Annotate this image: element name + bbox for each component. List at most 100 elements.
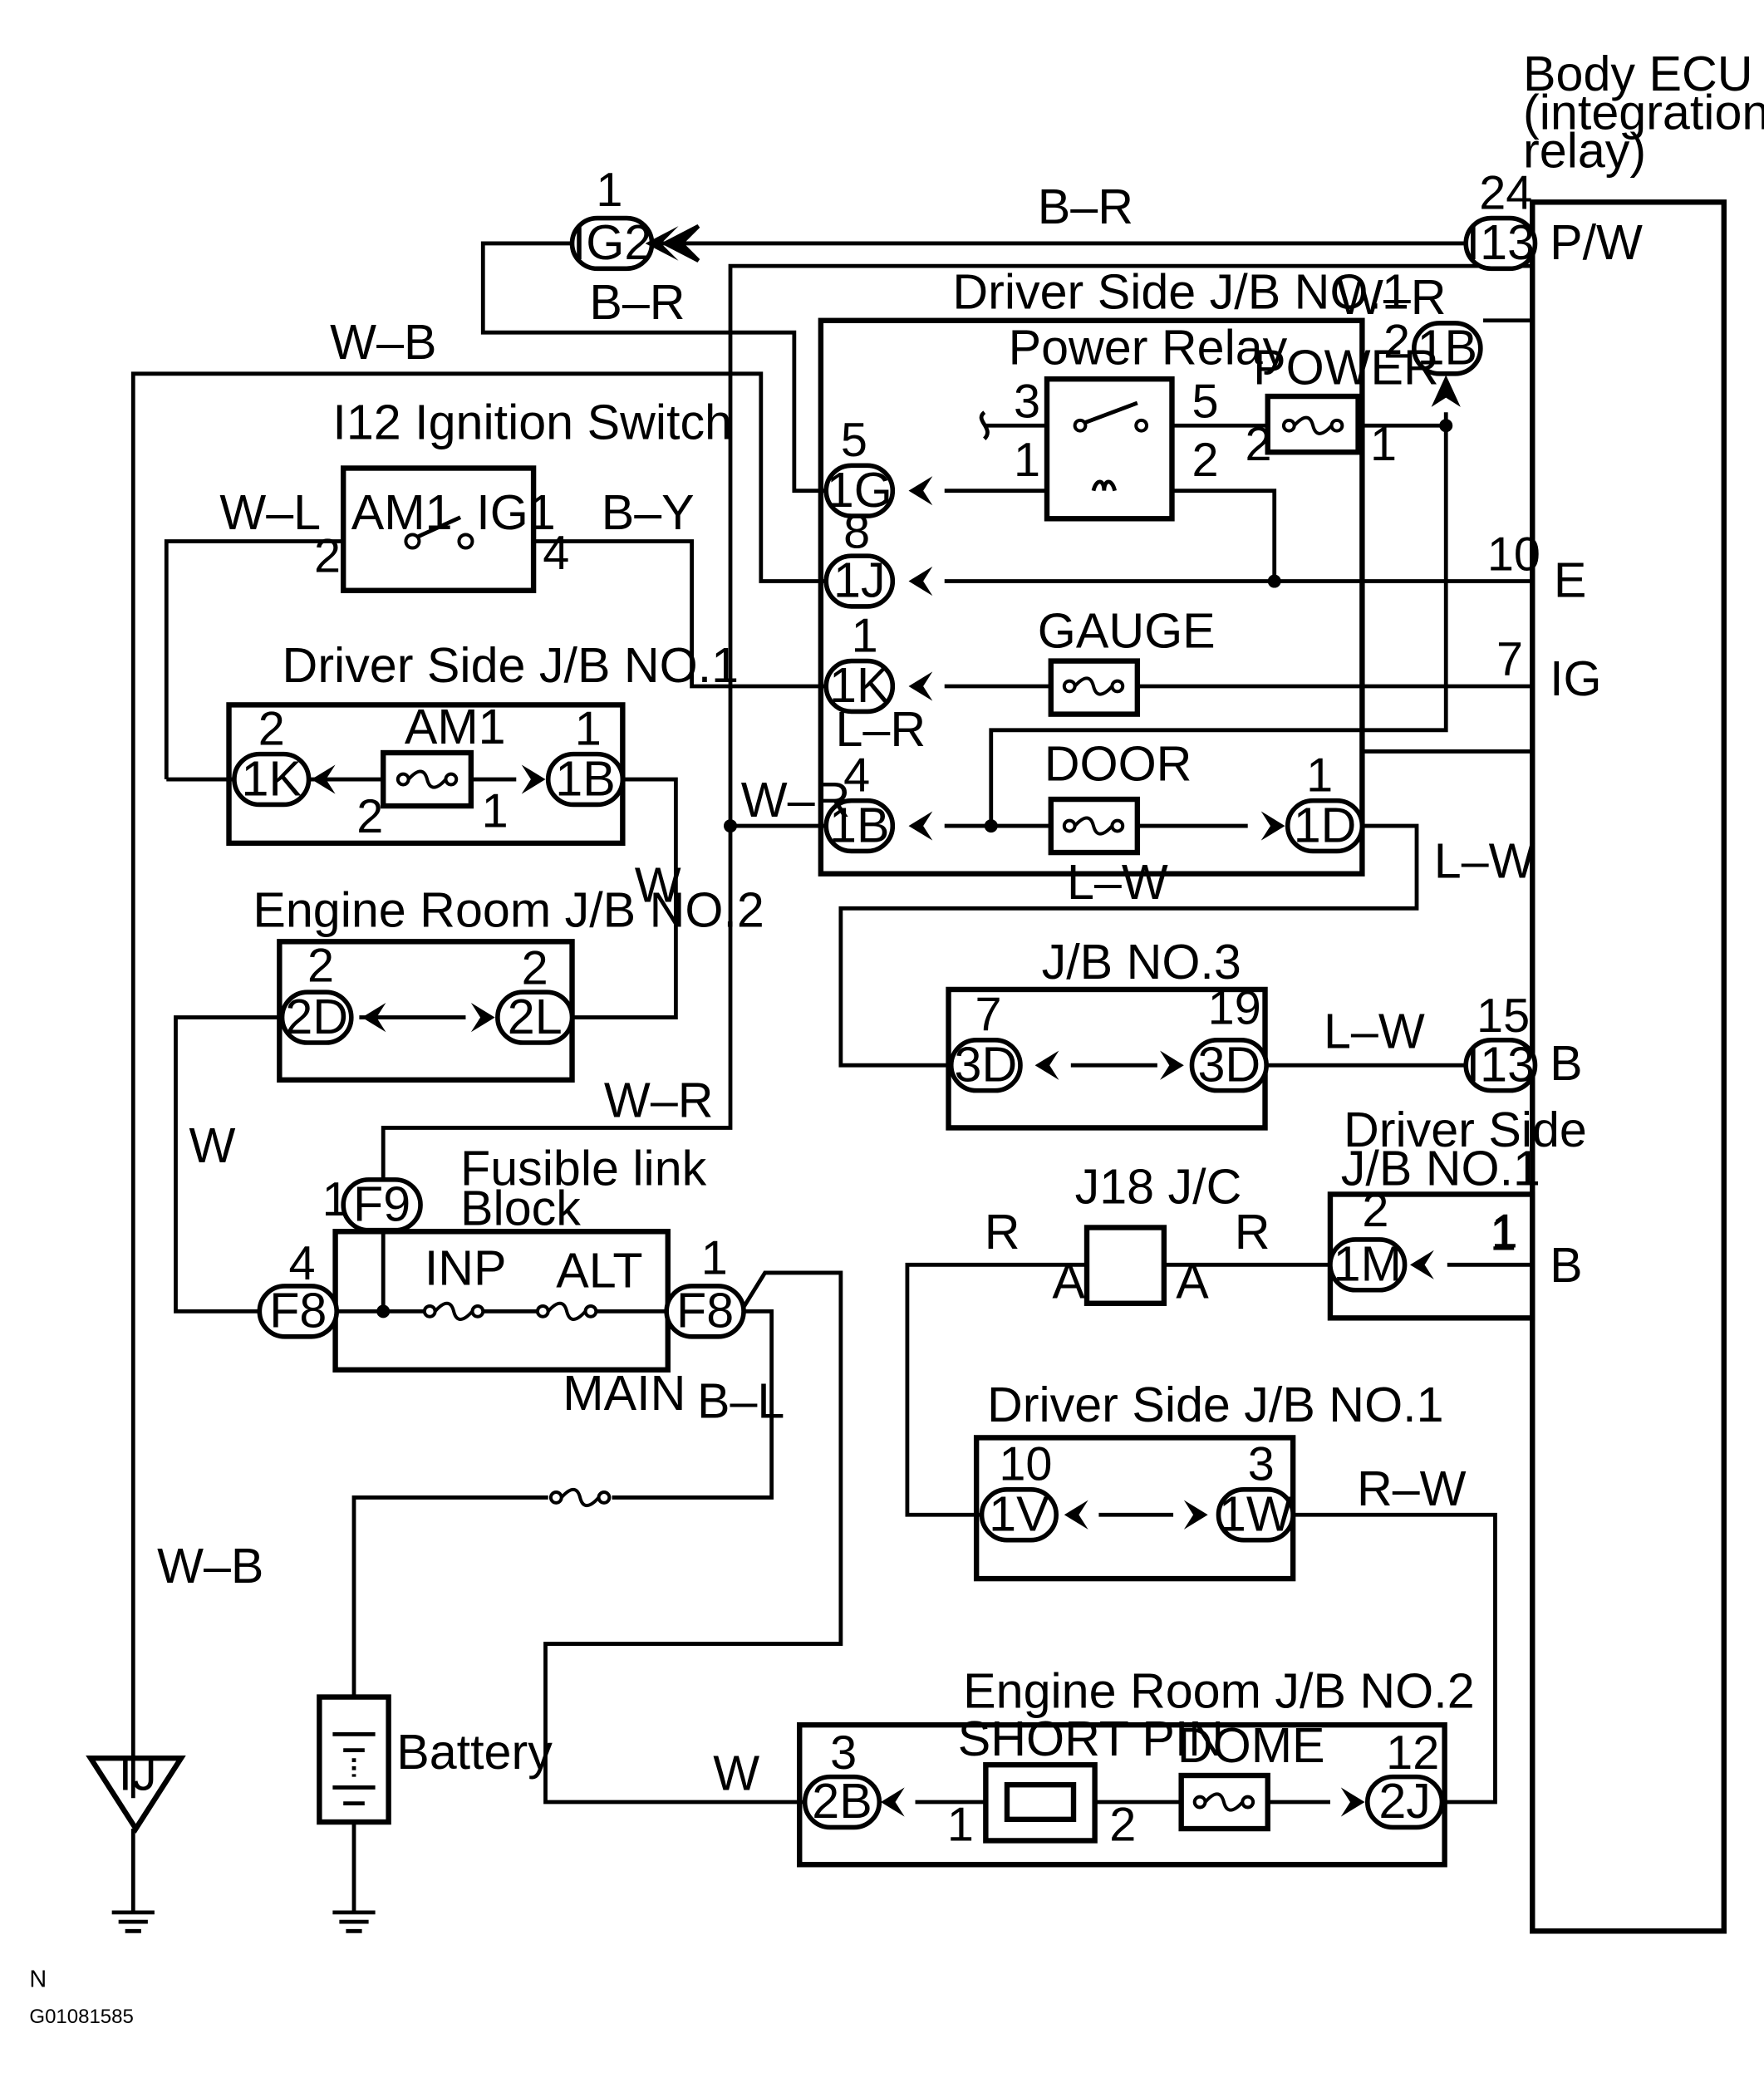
wire-label: L–W bbox=[1067, 854, 1168, 910]
pin-number: 1 bbox=[1491, 1206, 1518, 1259]
wire-label: W–R bbox=[1337, 269, 1447, 325]
jb1-small-title: J/B NO.1 bbox=[1341, 1140, 1540, 1196]
wire-label: W bbox=[189, 1117, 236, 1173]
wires bbox=[130, 241, 1533, 1913]
wire-label: L–R bbox=[835, 701, 926, 757]
wire-label: B–R bbox=[589, 274, 685, 330]
connector-2d: 2D bbox=[279, 989, 354, 1045]
power-fuse-label: POWER bbox=[1253, 340, 1439, 395]
connector-label: 1B bbox=[1418, 320, 1477, 376]
connector-label: 1K bbox=[829, 657, 889, 713]
ecu-pin-name: B bbox=[1550, 1035, 1583, 1091]
ignition-ig1-label: IG1 bbox=[476, 484, 555, 540]
pin-number: 3 bbox=[1248, 1438, 1275, 1491]
wire-label: W bbox=[713, 1746, 759, 1801]
pin-number: 2 bbox=[258, 702, 285, 755]
jb1-left-title: Driver Side J/B NO.1 bbox=[283, 637, 740, 693]
wire-label: L–W bbox=[1324, 1003, 1425, 1058]
jb1-main-title: Driver Side J/B NO.1 bbox=[952, 263, 1409, 319]
ig2-connector: IG2 bbox=[569, 214, 655, 272]
connector-label: F8 bbox=[269, 1283, 327, 1338]
battery-fuse-icon bbox=[551, 1490, 609, 1505]
pin-number: 2 bbox=[522, 942, 548, 995]
wire-label: W bbox=[635, 857, 681, 912]
connector-1k: 1K bbox=[823, 657, 896, 715]
er2-low-box bbox=[797, 1721, 1447, 1868]
pin-number: 2 bbox=[307, 939, 334, 992]
ecu-i13-connector: I13 bbox=[1463, 214, 1538, 272]
connector-label: 2D bbox=[285, 989, 348, 1044]
pin-number: 2 bbox=[314, 529, 341, 582]
ground-ij-triangle bbox=[86, 1756, 186, 1834]
pin-number: 1 bbox=[1014, 434, 1040, 487]
connector-label: 3D bbox=[955, 1036, 1018, 1092]
junction-dot bbox=[1439, 419, 1453, 433]
connector-1b: 1B bbox=[823, 797, 896, 854]
ecu-pin-name: B bbox=[1550, 1237, 1583, 1293]
pin-number: 1 bbox=[947, 1798, 974, 1851]
pin-number: 4 bbox=[289, 1237, 316, 1290]
connector-1k-left: 1K bbox=[232, 750, 312, 808]
ground-icon bbox=[111, 1910, 155, 1933]
fuse-icon bbox=[398, 771, 456, 787]
pin-number: 2 bbox=[1246, 418, 1272, 471]
pin-number: 1 bbox=[1370, 418, 1397, 471]
connector-label: 2J bbox=[1378, 1773, 1431, 1829]
junction-dot bbox=[1267, 574, 1281, 588]
jb3-title: J/B NO.3 bbox=[1042, 934, 1241, 990]
pin-number: 4 bbox=[543, 527, 569, 580]
connector-label: I13 bbox=[1467, 1036, 1535, 1092]
ignition-switch-title: I12 Ignition Switch bbox=[332, 394, 732, 449]
wire-label: B–R bbox=[1038, 179, 1133, 234]
pin-number: 1 bbox=[852, 609, 878, 662]
pin-number: 1 bbox=[482, 785, 509, 838]
dome-fuse-label: DOME bbox=[1177, 1717, 1325, 1773]
connector-label: 2B bbox=[812, 1773, 872, 1829]
junction-dot bbox=[984, 819, 998, 833]
wire-label: W–R bbox=[741, 772, 851, 827]
door-fuse-label: DOOR bbox=[1044, 736, 1192, 792]
pin-number: 3 bbox=[830, 1726, 857, 1780]
wire-label: B–Y bbox=[602, 484, 695, 540]
connector-1w: 1W bbox=[1216, 1486, 1295, 1543]
connector-3d-right: 3D bbox=[1189, 1036, 1269, 1093]
gauge-fuse-label: GAUGE bbox=[1038, 603, 1216, 659]
pin-number: 10 bbox=[999, 1438, 1052, 1491]
ignition-switch-box bbox=[340, 465, 537, 593]
connector-label: 1V bbox=[989, 1486, 1049, 1541]
pin-number: 2 bbox=[1383, 316, 1410, 369]
connector-f8-right: F8 bbox=[664, 1283, 746, 1339]
relay-switch-icon bbox=[979, 400, 1149, 492]
j18-title: J18 J/C bbox=[1075, 1159, 1242, 1215]
alt-fuse-icon bbox=[538, 1304, 596, 1319]
pin-number: 2 bbox=[1192, 434, 1218, 487]
j18-box bbox=[1083, 1225, 1167, 1306]
pin-number: 7 bbox=[975, 989, 1002, 1042]
connector-label: 1W bbox=[1219, 1486, 1293, 1541]
ecu-title: Body ECU bbox=[1523, 46, 1752, 101]
pin-number: 3 bbox=[1014, 376, 1040, 429]
pin-number: 1 bbox=[1306, 749, 1333, 802]
j18-pin-a: A bbox=[1052, 1253, 1085, 1309]
wire-label: R bbox=[1235, 1204, 1270, 1260]
fuse-icon bbox=[1064, 818, 1123, 833]
power-relay-label: Power Relay bbox=[1009, 320, 1288, 376]
short-pin-inner bbox=[1004, 1782, 1077, 1823]
pin-number: 2 bbox=[1109, 1798, 1136, 1851]
short-pin-box bbox=[983, 1762, 1098, 1844]
connector-label: I13 bbox=[1467, 214, 1535, 270]
connector-1b-top: 1B bbox=[1412, 320, 1483, 376]
connector-f8-left: F8 bbox=[257, 1283, 339, 1339]
fuse-icon bbox=[1195, 1794, 1253, 1810]
ecu-pin-name: IG bbox=[1550, 651, 1602, 706]
connector-label: 1M bbox=[1334, 1236, 1402, 1292]
dome-fuse-box bbox=[1178, 1772, 1270, 1832]
wire-label: R–W bbox=[1357, 1461, 1467, 1516]
wire-label: L–W bbox=[1434, 833, 1536, 889]
ecu-pin-name: P/W bbox=[1550, 214, 1643, 270]
pin-number: 7 bbox=[1496, 633, 1523, 686]
pin-number: 19 bbox=[1208, 982, 1261, 1035]
pin-number: 15 bbox=[1477, 990, 1530, 1043]
inp-fuse-label: INP bbox=[425, 1240, 507, 1295]
